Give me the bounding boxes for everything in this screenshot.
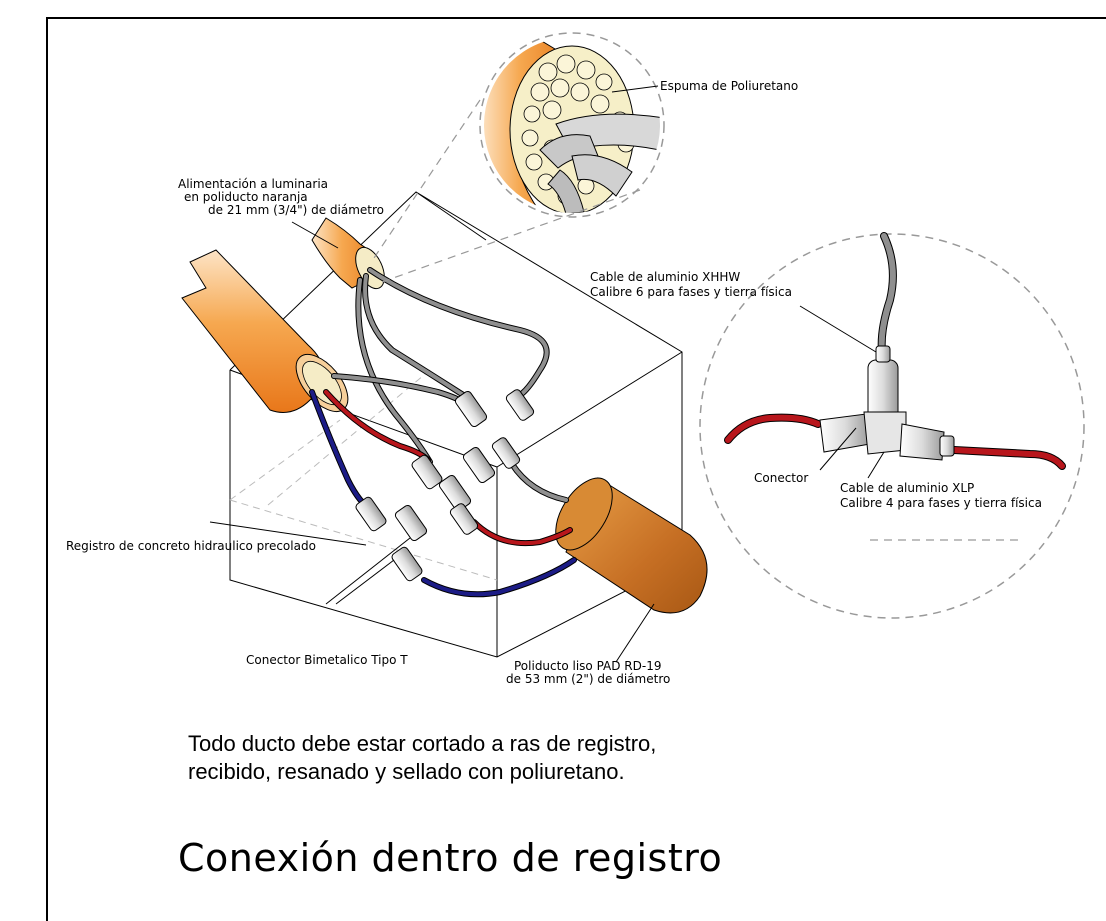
drawing-frame <box>46 17 1106 921</box>
label-feed-line1: Alimentación a luminaria <box>178 177 328 191</box>
label-feed-line3: de 21 mm (3/4") de diámetro <box>208 203 384 217</box>
pad-duct <box>555 477 708 614</box>
small-orange-duct <box>311 217 385 290</box>
installation-note: Todo ducto debe estar cortado a ras de r… <box>188 730 948 786</box>
label-xlp-line2: Calibre 4 para fases y tierra física <box>840 496 1042 510</box>
label-connector: Conector <box>754 471 808 485</box>
connector-detail-zoom <box>699 232 1085 619</box>
label-feed-line2: en poliducto naranja <box>184 190 308 204</box>
label-bimetal: Conector Bimetalico Tipo T <box>246 653 408 667</box>
label-xhhw-line2: Calibre 6 para fases y tierra física <box>590 285 792 299</box>
label-xhhw-line1: Cable de aluminio XHHW <box>590 270 740 284</box>
label-pad-line1: Poliducto liso PAD RD-19 <box>514 659 662 673</box>
leader-lines <box>209 221 655 663</box>
note-line1: Todo ducto debe estar cortado a ras de r… <box>188 731 657 756</box>
label-pad-line2: de 53 mm (2") de diámetro <box>506 672 670 686</box>
concrete-box <box>229 191 683 658</box>
note-line2: recibido, resanado y sellado con poliure… <box>188 759 625 784</box>
label-foam: Espuma de Poliuretano <box>660 79 798 93</box>
label-registro: Registro de concreto hidraulico precolad… <box>66 539 316 553</box>
foam-detail-zoom <box>373 32 665 283</box>
gray-cables <box>331 267 569 503</box>
t-connectors <box>355 389 535 582</box>
red-cable <box>323 389 573 547</box>
label-xlp-line1: Cable de aluminio XLP <box>840 481 974 495</box>
hidden-box-edges <box>229 369 498 581</box>
page-title: Conexión dentro de registro <box>178 836 723 880</box>
